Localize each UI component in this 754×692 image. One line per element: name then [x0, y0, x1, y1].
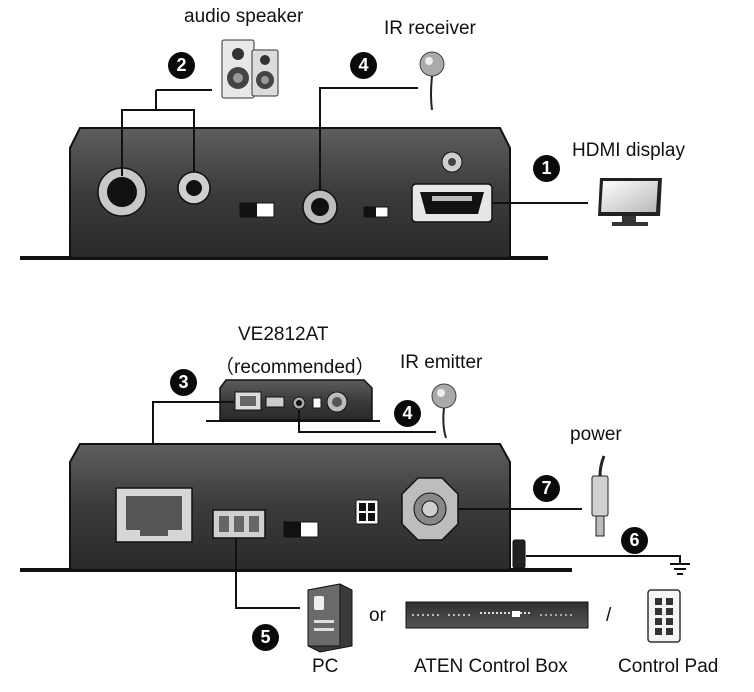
- switch-icon: [239, 202, 275, 218]
- small-switch-icon: [363, 206, 389, 218]
- hdmi-port-icon: [411, 183, 493, 223]
- badge-ir-bottom: 4: [394, 400, 421, 427]
- serial-cable: [235, 538, 300, 609]
- switch-icon: [283, 521, 319, 538]
- ir-receiver-label: IR receiver: [384, 18, 476, 39]
- ir-receiver-icon: [419, 51, 445, 111]
- dip-switch-icon: [355, 499, 379, 525]
- recommended-label: （recommended）: [215, 357, 375, 378]
- badge-ground: 6: [621, 527, 648, 554]
- control-pad-icon: [647, 589, 681, 643]
- audio-speaker-label: audio speaker: [184, 6, 304, 27]
- aten-control-box-label: ATEN Control Box: [414, 656, 568, 677]
- hdmi-display-icon: [598, 178, 662, 226]
- rs232-terminal-icon: [212, 509, 266, 539]
- ir-emitter-label: IR emitter: [400, 352, 483, 373]
- slash-label: /: [606, 605, 612, 626]
- control-pad-label: Control Pad: [618, 656, 719, 677]
- ve2812at-unit: [206, 379, 380, 422]
- ir-jack-icon: [302, 189, 338, 225]
- power-jack-icon: [401, 477, 459, 541]
- ve-model-label: VE2812AT: [238, 324, 329, 345]
- top-unit: [20, 127, 548, 260]
- ground-icon: [670, 563, 690, 575]
- pc-tower-icon: [307, 583, 353, 653]
- badge-ir-top: 4: [350, 52, 377, 79]
- screw-icon: [441, 151, 463, 173]
- pc-label: PC: [312, 656, 339, 677]
- ir-receiver-cable: [319, 87, 418, 190]
- ground-wire: [526, 555, 681, 564]
- rj45-port-icon: [115, 487, 193, 543]
- bottom-unit: [20, 443, 572, 572]
- hdmi-display-label: HDMI display: [572, 140, 685, 161]
- badge-serial: 5: [252, 624, 279, 651]
- audio-out-jack-icon: [97, 167, 147, 217]
- power-label: power: [570, 424, 622, 445]
- or-label: or: [369, 605, 386, 626]
- badge-hdmi: 1: [533, 155, 560, 182]
- badge-lan: 3: [170, 369, 197, 396]
- ir-emitter-cable: [298, 410, 436, 433]
- audio-in-jack-icon: [177, 171, 211, 205]
- power-plug-icon: [591, 455, 609, 537]
- lan-cable: [152, 401, 234, 460]
- ir-emitter-icon: [431, 383, 457, 439]
- audio-cable: [121, 89, 212, 176]
- badge-audio: 2: [168, 52, 195, 79]
- badge-power: 7: [533, 475, 560, 502]
- aten-control-box-icon: [405, 601, 589, 629]
- audio-speaker-icon: [221, 39, 279, 99]
